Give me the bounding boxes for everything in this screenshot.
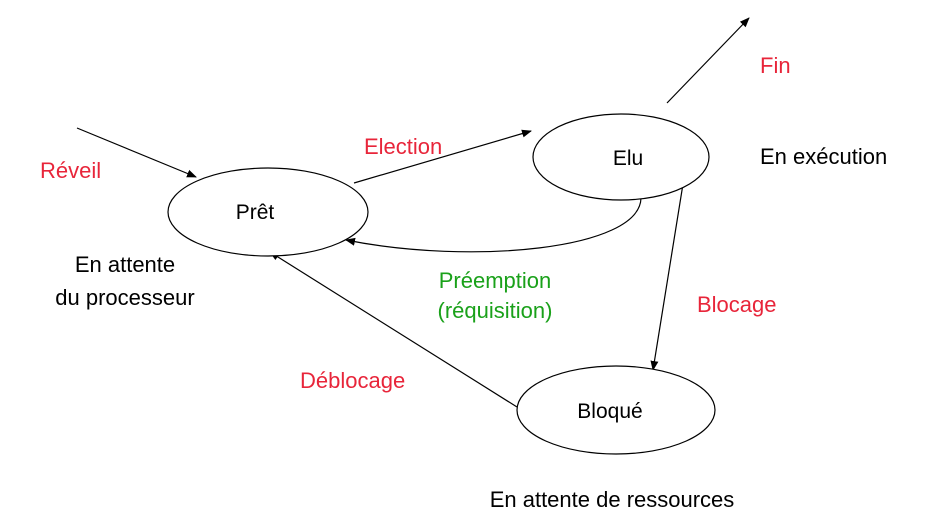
elu-description: En exécution bbox=[760, 144, 887, 169]
blocage-label: Blocage bbox=[697, 292, 777, 317]
preemption-label-line2: (réquisition) bbox=[438, 298, 553, 323]
fin-arrow bbox=[666, 17, 750, 104]
pret-description-line1: En attente bbox=[75, 252, 175, 277]
preemption-label-line1: Préemption bbox=[439, 268, 552, 293]
election-label: Election bbox=[364, 134, 442, 159]
state-pret-ellipse bbox=[167, 167, 369, 257]
state-pret-label: Prêt bbox=[236, 201, 275, 224]
state-bloque-ellipse bbox=[516, 365, 716, 455]
deblocage-label: Déblocage bbox=[300, 368, 405, 393]
state-bloque-label: Bloqué bbox=[577, 400, 642, 423]
reveil-arrow bbox=[76, 127, 197, 178]
state-elu-ellipse bbox=[532, 113, 710, 201]
bloque-description: En attente de ressources bbox=[490, 487, 735, 512]
fin-label: Fin bbox=[760, 53, 791, 78]
election-arrow bbox=[353, 129, 532, 184]
pret-description-line2: du processeur bbox=[55, 285, 194, 310]
reveil-label: Réveil bbox=[40, 158, 101, 183]
deblocage-arrow bbox=[269, 251, 518, 408]
state-elu-label: Elu bbox=[613, 147, 643, 170]
blocage-arrow bbox=[650, 183, 684, 371]
preemption-arrow bbox=[345, 197, 642, 253]
